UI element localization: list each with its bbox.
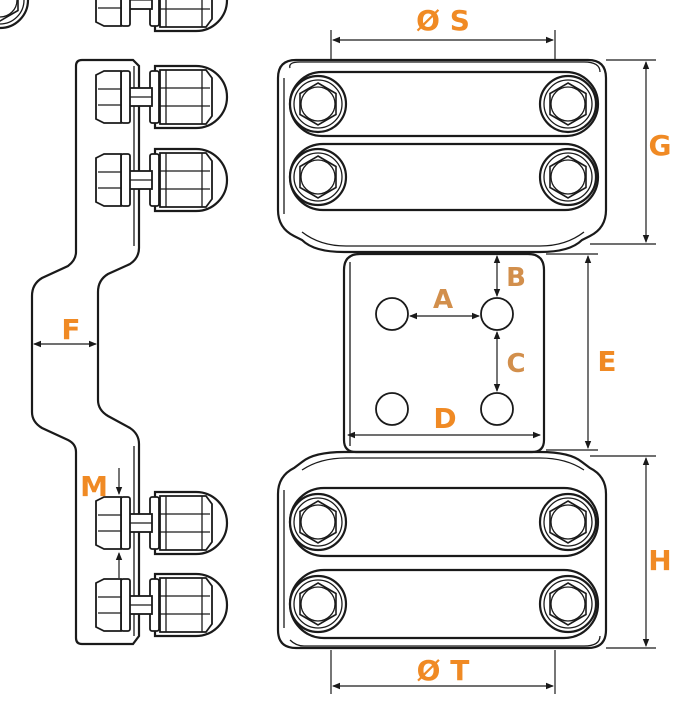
label-E: E <box>597 345 616 378</box>
label-A: A <box>433 285 453 315</box>
label-C: C <box>506 349 525 379</box>
plate-hole <box>375 297 409 331</box>
plate-hole <box>375 392 409 426</box>
front-view <box>0 0 608 650</box>
label-B: B <box>506 263 526 293</box>
top-clamp-block <box>276 58 608 254</box>
dim-E <box>546 253 598 451</box>
side-plate-outline <box>30 58 141 646</box>
bottom-clamp-block <box>276 450 608 650</box>
side-bolt-assembly <box>95 0 229 33</box>
label-T: Ø T <box>417 654 470 687</box>
plate-hole <box>480 392 514 426</box>
label-F: F <box>61 313 80 346</box>
label-M: M <box>80 470 108 503</box>
center-plate <box>342 252 546 454</box>
dim-S <box>330 30 556 60</box>
dim-H <box>590 455 656 649</box>
dim-T <box>330 650 556 694</box>
front-bolt-head <box>0 0 30 30</box>
label-G: G <box>649 129 672 162</box>
dim-G <box>590 59 656 245</box>
side-view <box>30 0 229 646</box>
plate-hole <box>480 297 514 331</box>
label-S: Ø S <box>416 4 470 37</box>
label-H: H <box>648 544 671 577</box>
label-D: D <box>433 402 456 435</box>
